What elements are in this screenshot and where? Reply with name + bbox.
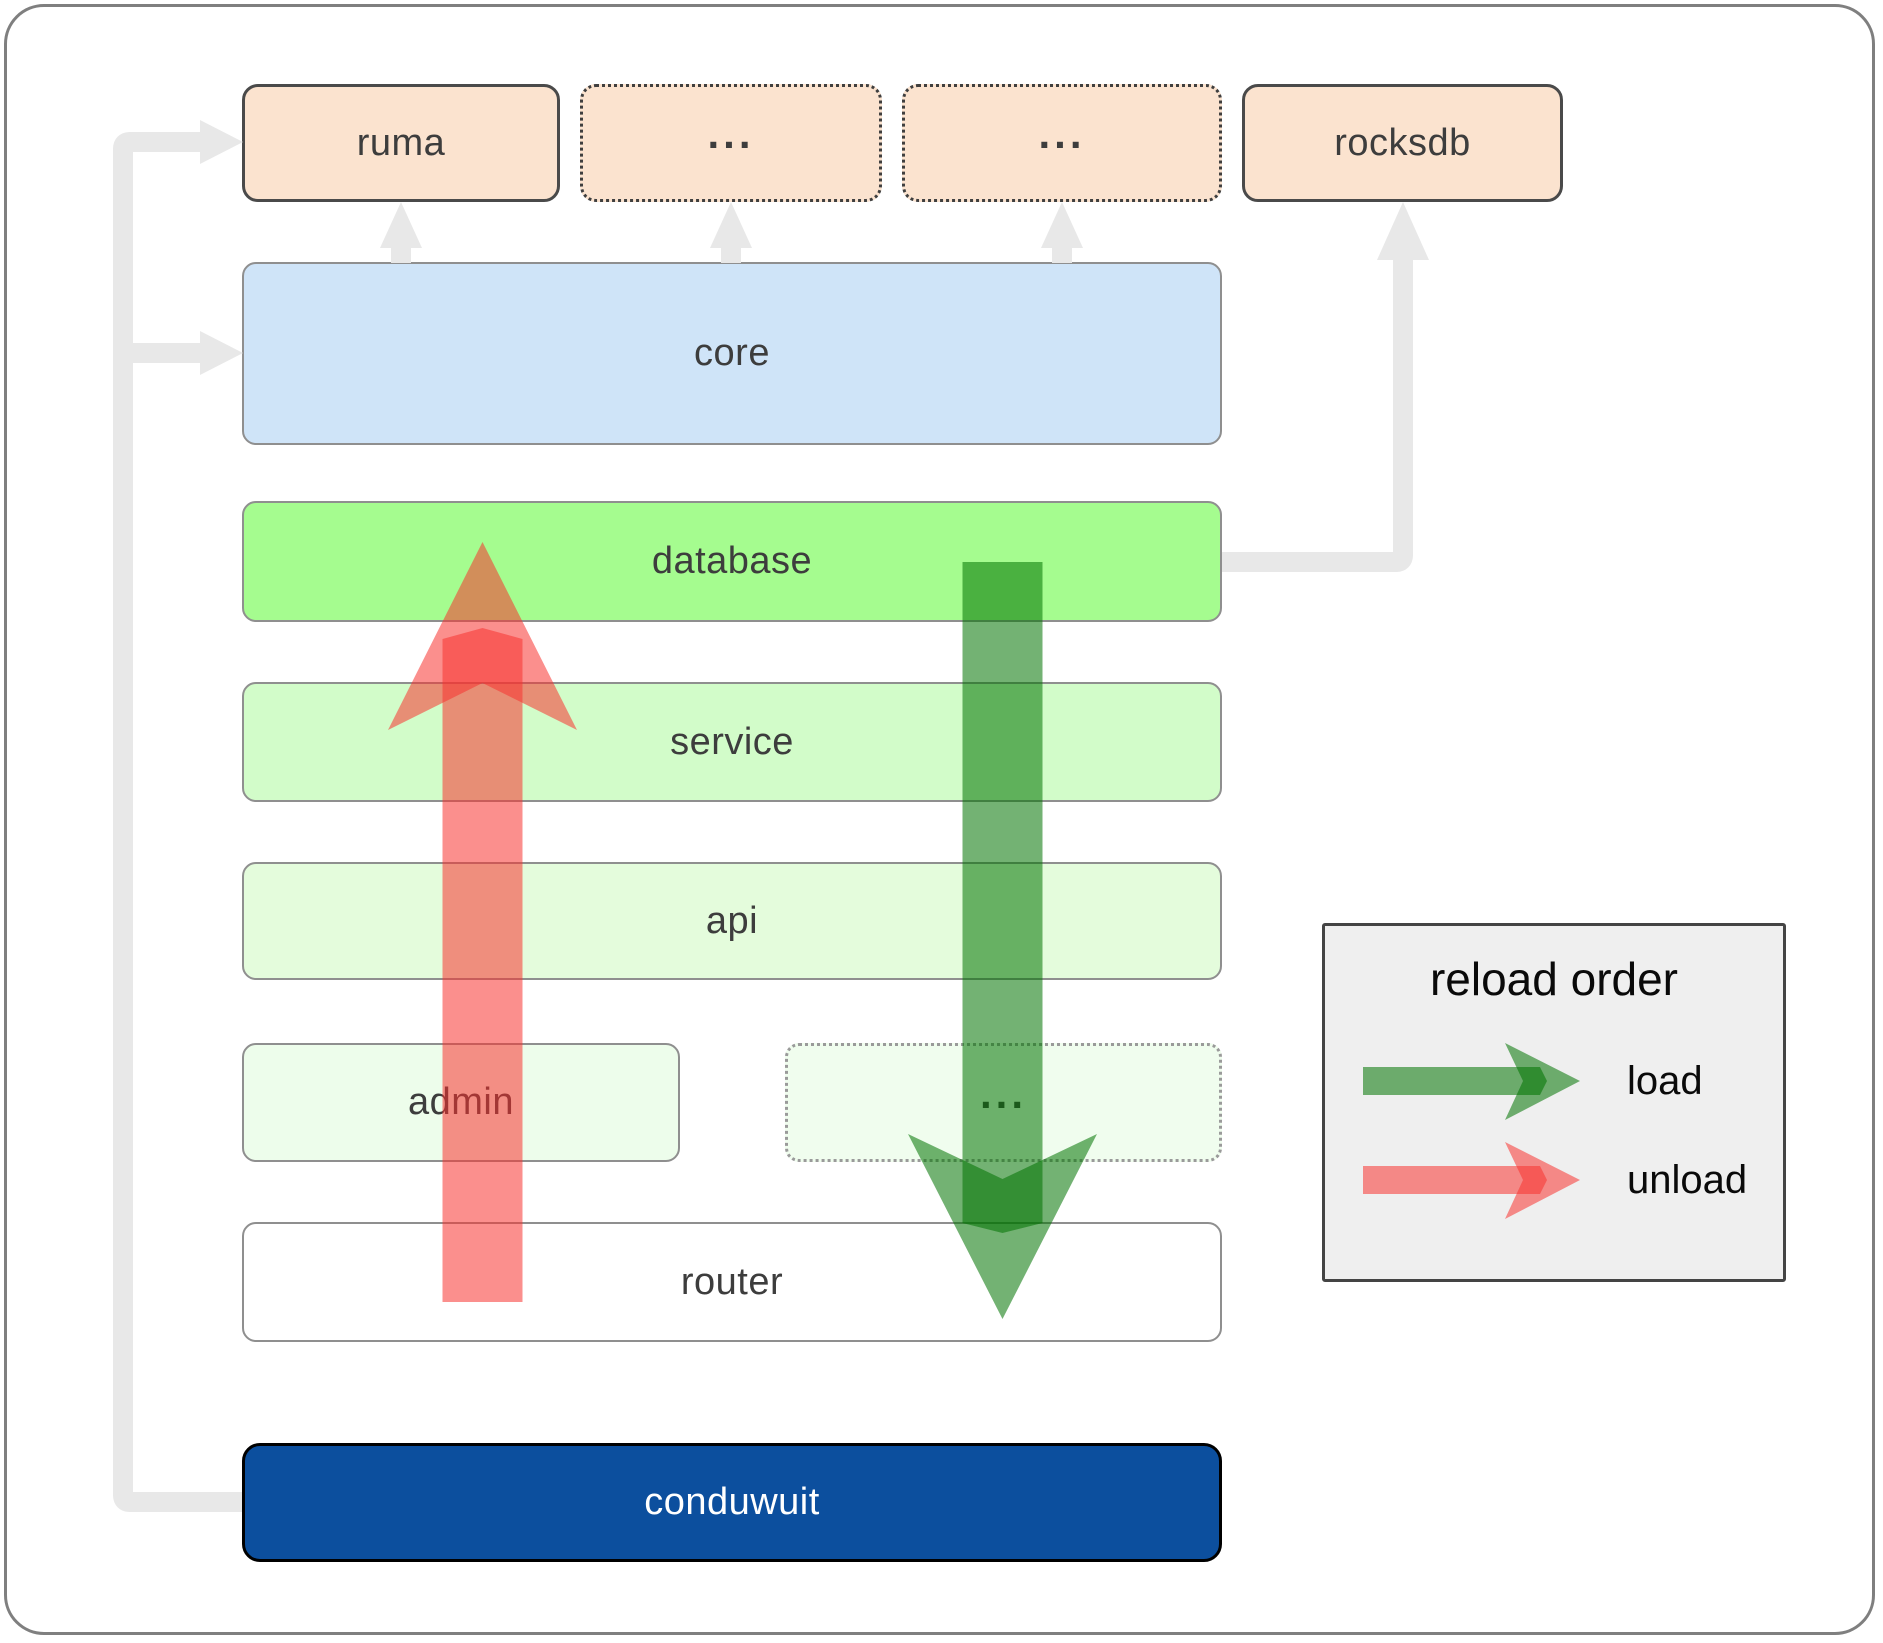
node-service-label: service [670, 720, 794, 763]
node-ruma: ruma [242, 84, 560, 202]
node-api: api [242, 862, 1222, 980]
node-api-label: api [705, 899, 759, 942]
node-core-label: core [694, 332, 770, 374]
node-admin-label: admin [408, 1081, 514, 1123]
legend-load-label: load [1627, 1059, 1703, 1103]
node-rocksdb: rocksdb [1242, 84, 1563, 202]
legend-unload-label: unload [1627, 1158, 1748, 1202]
node-core: core [242, 262, 1222, 445]
node-router: router [242, 1222, 1222, 1342]
node-database: database [242, 501, 1222, 622]
node-ellipsis-top-1: ... [580, 84, 882, 202]
node-router-label: router [680, 1260, 784, 1303]
node-ruma-label: ruma [356, 121, 446, 164]
node-service: service [242, 682, 1222, 802]
node-rocksdb-label: rocksdb [1334, 121, 1471, 164]
node-database-label: database [651, 540, 813, 582]
node-ellipsis-top-2: ... [902, 84, 1222, 202]
node-admin: admin [242, 1043, 680, 1162]
node-ellipsis-admin-row: ... [785, 1043, 1222, 1162]
node-ellipsis-label: ... [979, 1069, 1027, 1117]
node-conduwuit-label: conduwuit [644, 1481, 820, 1523]
outer-frame [4, 4, 1875, 1635]
node-ellipsis-label: ... [707, 110, 755, 157]
node-ellipsis-label: ... [1038, 110, 1086, 157]
legend-title: reload order [1429, 953, 1679, 1005]
node-conduwuit: conduwuit [242, 1443, 1222, 1562]
